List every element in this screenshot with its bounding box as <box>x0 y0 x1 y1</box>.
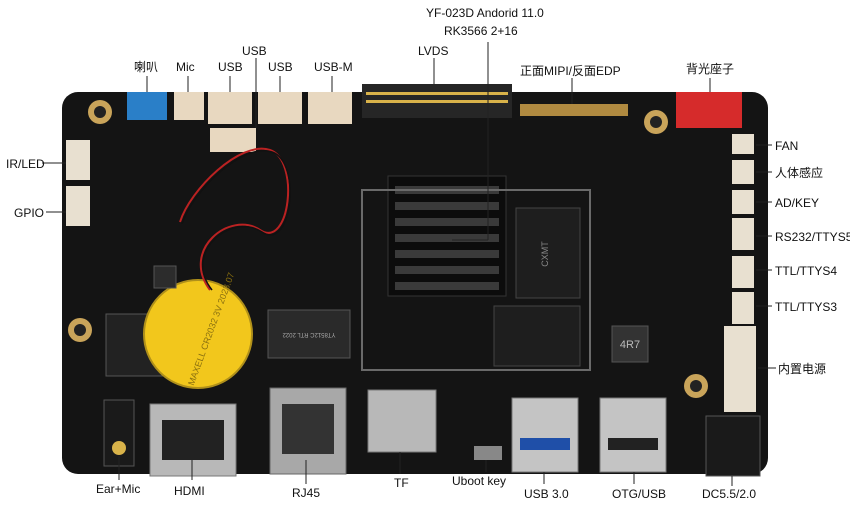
usb-header-small <box>210 128 256 152</box>
right-connectors <box>724 134 756 412</box>
left-connectors <box>66 140 90 226</box>
label-ttys3: TTL/TTYS3 <box>775 300 838 314</box>
label-mic: Mic <box>176 60 195 74</box>
phy-chip <box>267 309 351 359</box>
usb1-connector <box>208 92 252 124</box>
label-speaker: 喇叭 <box>134 60 159 74</box>
coin-battery <box>143 279 253 389</box>
label-power-in: 内置电源 <box>778 362 827 376</box>
usb2-connector <box>258 92 302 124</box>
usb-m-connector <box>308 92 352 124</box>
label-backlight: 背光座子 <box>686 62 735 76</box>
label-fan: FAN <box>775 139 799 153</box>
label-rs232: RS232/TTYS5 <box>775 230 850 244</box>
label-ad-key: AD/KEY <box>775 196 820 210</box>
label-ttys4: TTL/TTYS4 <box>775 264 838 278</box>
mipi-connector <box>520 104 628 116</box>
lvds-pins <box>366 92 508 103</box>
label-usb30: USB 3.0 <box>524 487 569 501</box>
soc-outline <box>361 189 591 371</box>
mounting-holes <box>68 100 708 398</box>
label-tf: TF <box>394 476 409 490</box>
label-uboot: Uboot key <box>452 474 507 488</box>
title-line1: YF-023D Andorid 11.0 <box>426 6 544 20</box>
mic-connector <box>174 92 204 120</box>
inductor-text: 4R7 <box>620 339 640 351</box>
emmc-chip <box>493 305 581 367</box>
ram-chip-text: CXMT <box>540 241 550 267</box>
dc-jack <box>705 415 761 477</box>
ram-chip <box>515 207 581 299</box>
backlight-connector <box>676 92 742 128</box>
battery-wire <box>179 147 290 291</box>
usb30-port <box>511 397 579 473</box>
label-usb-m: USB-M <box>314 60 353 74</box>
tf-slot <box>367 389 437 453</box>
uboot-button <box>474 446 502 460</box>
inductor <box>611 325 649 363</box>
label-ear-mic: Ear+Mic <box>96 482 141 496</box>
label-rj45: RJ45 <box>292 486 321 500</box>
label-lvds: LVDS <box>418 44 449 58</box>
tactile-button <box>153 265 177 289</box>
title-line2: RK3566 2+16 <box>444 24 518 38</box>
label-human-sense: 人体感应 <box>775 166 824 180</box>
phy-chip-text: YT8512C RTL 2022 <box>282 331 336 337</box>
label-hdmi: HDMI <box>174 484 205 498</box>
label-ir-led: IR/LED <box>6 157 45 171</box>
label-usb1: USB <box>218 60 243 74</box>
label-mipi-edp: 正面MIPI/反面EDP <box>520 64 621 78</box>
pointer-lines <box>42 42 776 486</box>
label-dc: DC5.5/2.0 <box>702 487 757 501</box>
label-usb3: USB <box>268 60 293 74</box>
label-usb2: USB <box>242 44 267 58</box>
label-gpio: GPIO <box>14 206 45 220</box>
otg-usb-port <box>599 397 667 473</box>
label-otg-usb: OTG/USB <box>612 487 667 501</box>
speaker-connector <box>127 92 167 120</box>
